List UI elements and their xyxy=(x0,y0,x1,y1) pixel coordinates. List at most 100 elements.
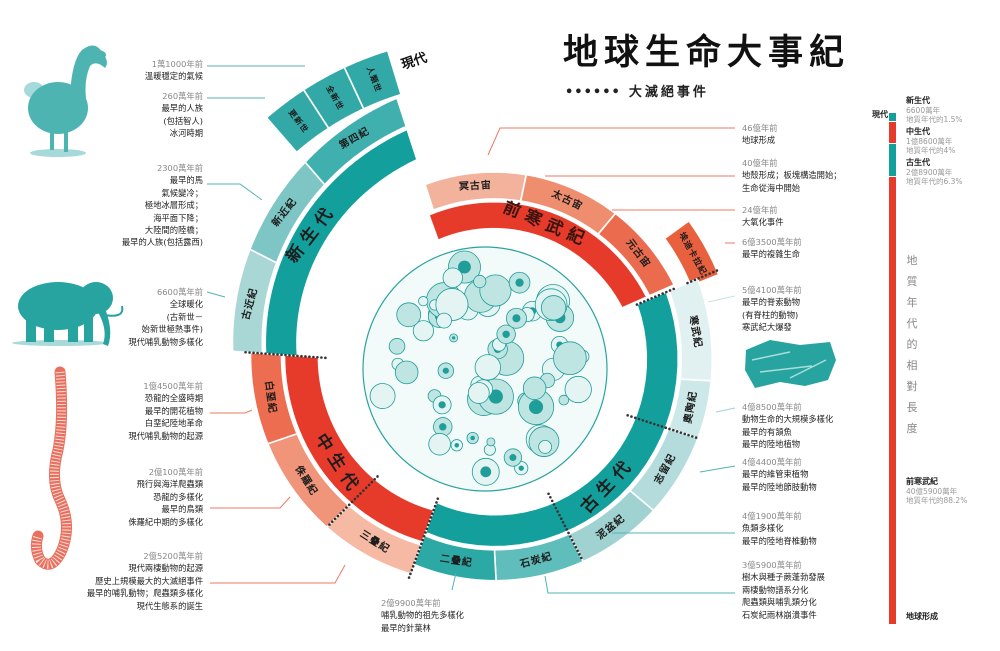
extinction-dot xyxy=(700,275,704,279)
annotation-line: 最早的複雜生命 xyxy=(742,249,801,260)
epoch-2[interactable] xyxy=(343,49,403,110)
extinction-dot xyxy=(565,528,569,531)
time-bar-duration: 40億5900萬年 xyxy=(906,486,958,496)
fossil-illustration xyxy=(745,340,836,388)
annotation: 6億3500萬年前最早的複雜生命 xyxy=(742,236,802,261)
time-bar-segment xyxy=(889,122,896,143)
extinction-dot xyxy=(558,513,561,517)
extinction-dot xyxy=(418,546,422,549)
annotation-line: 最早的有頷魚 xyxy=(742,426,792,437)
vertical-caption-char: 年 xyxy=(906,296,918,309)
extinction-dot xyxy=(367,483,371,487)
annotation-date: 3億5900萬年前 xyxy=(742,560,802,570)
annotation-line: 最早的開花植物 xyxy=(144,405,203,416)
extinction-dot xyxy=(428,519,431,523)
annotation-line: 最早的馬 xyxy=(169,175,203,186)
extinction-dot xyxy=(668,427,671,431)
extinction-dot xyxy=(649,421,652,425)
annotation: 40億年前地殼形成；板塊構造開始；生命從海中開始 xyxy=(742,157,842,194)
annotation-line: 侏羅紀中期的多樣化 xyxy=(128,516,203,527)
annotation-line: 大陸間的陸橋； xyxy=(144,225,203,236)
time-bar-share: 地質年代的6.3% xyxy=(906,177,963,186)
annotation-line: 現代哺乳動物的起源 xyxy=(128,430,203,441)
extinction-dot xyxy=(350,500,354,504)
annotation-line: 現代生態系的誕生 xyxy=(136,600,203,611)
page-title: 地球生命大事紀 xyxy=(563,33,851,73)
extinction-dot xyxy=(312,355,315,359)
time-bar-share: 地質年代的4% xyxy=(906,146,956,155)
vertical-caption-char: 長 xyxy=(906,401,918,414)
extinction-dot xyxy=(276,353,279,356)
earth-formation-label: 地球形成 xyxy=(906,612,938,621)
extinction-dot xyxy=(686,281,689,285)
annotation-line: 樹木與種子蕨蓬勃發展 xyxy=(742,572,825,583)
extinction-dot xyxy=(424,531,427,534)
era-cenozoic[interactable] xyxy=(264,128,418,357)
extinction-dot xyxy=(420,542,423,546)
relative-time-bar xyxy=(889,113,896,624)
legend-label: 大滅絕事件 xyxy=(628,85,709,100)
time-bar-segment xyxy=(889,177,896,624)
period-meso-2-label: 白堊紀 xyxy=(262,380,279,414)
eon-2[interactable] xyxy=(596,212,676,297)
vertical-caption-char: 對 xyxy=(906,380,918,393)
extinction-dot xyxy=(359,492,362,495)
era-precambrian[interactable] xyxy=(427,200,648,310)
time-bar-name: 中生代 xyxy=(906,127,930,136)
worm-illustration xyxy=(30,366,72,570)
extinction-dot xyxy=(345,506,348,509)
annotation: 4億8500萬年前動物生命的大規模多樣化最早的有頷魚最早的陸地植物 xyxy=(742,401,833,451)
annotation-line: 哺乳動物的祖先多樣化 xyxy=(381,610,464,621)
mammoth-illustration xyxy=(12,282,124,346)
time-bar-segment xyxy=(889,113,896,121)
extinction-dot xyxy=(417,550,420,553)
dotted-line-marker: •••••• xyxy=(565,85,621,100)
extinction-dot xyxy=(324,356,327,360)
extinction-dot xyxy=(561,520,565,524)
extinction-dot xyxy=(411,565,415,568)
annotation-date: 1億4500萬年前 xyxy=(143,381,203,391)
extinction-dot xyxy=(328,523,331,526)
extinction-dot xyxy=(683,432,687,436)
extinction-dot xyxy=(272,352,275,356)
annotation-line: (古新世－ xyxy=(166,311,203,322)
extinction-dot xyxy=(635,303,639,306)
extinction-dot xyxy=(691,435,694,438)
annotation-line: 氣候變冷； xyxy=(161,187,204,198)
extinction-dot xyxy=(687,433,690,437)
extinction-dot xyxy=(697,277,700,280)
extinction-dot xyxy=(641,418,645,422)
period-ceno-2[interactable] xyxy=(304,96,408,186)
annotation-line: 海平面下降； xyxy=(153,212,203,223)
leader-line xyxy=(707,295,736,303)
extinction-dot xyxy=(244,350,247,354)
extinction-dot xyxy=(248,351,251,354)
leader-line xyxy=(210,496,291,509)
annotation-date: 40億年前 xyxy=(742,158,778,168)
vertical-caption-char: 度 xyxy=(906,422,918,435)
modern-era-label: 現代 xyxy=(399,50,429,73)
annotation-line: 地殼形成；板塊構造開始； xyxy=(742,170,842,181)
annotation-date: 6億3500萬年前 xyxy=(742,237,802,247)
annotation-date: 2億5200萬年前 xyxy=(143,551,203,561)
extinction-dot xyxy=(567,531,570,535)
time-bar-share: 地質年代的88.2% xyxy=(906,496,968,505)
annotation-line: 最早的人族(包括露西) xyxy=(121,237,203,248)
extinction-dot xyxy=(436,497,440,500)
annotation-line: 極地冰層形成； xyxy=(144,200,203,211)
extinction-dot xyxy=(656,423,660,427)
annotation-line: (包括智人) xyxy=(163,115,203,126)
annotation-date: 260萬年前 xyxy=(162,91,203,101)
vertical-caption-char: 的 xyxy=(906,338,918,351)
time-bar-duration: 1億8600萬年 xyxy=(906,136,953,146)
extinction-dot xyxy=(370,480,374,484)
extinction-dot xyxy=(552,503,556,506)
extinction-dot xyxy=(409,572,412,576)
extinction-dot xyxy=(308,355,311,359)
extinction-dot xyxy=(652,422,656,426)
annotation-date: 46億年前 xyxy=(742,123,778,133)
annotation: 46億年前地球形成 xyxy=(742,122,777,147)
extinction-dot xyxy=(569,535,572,538)
